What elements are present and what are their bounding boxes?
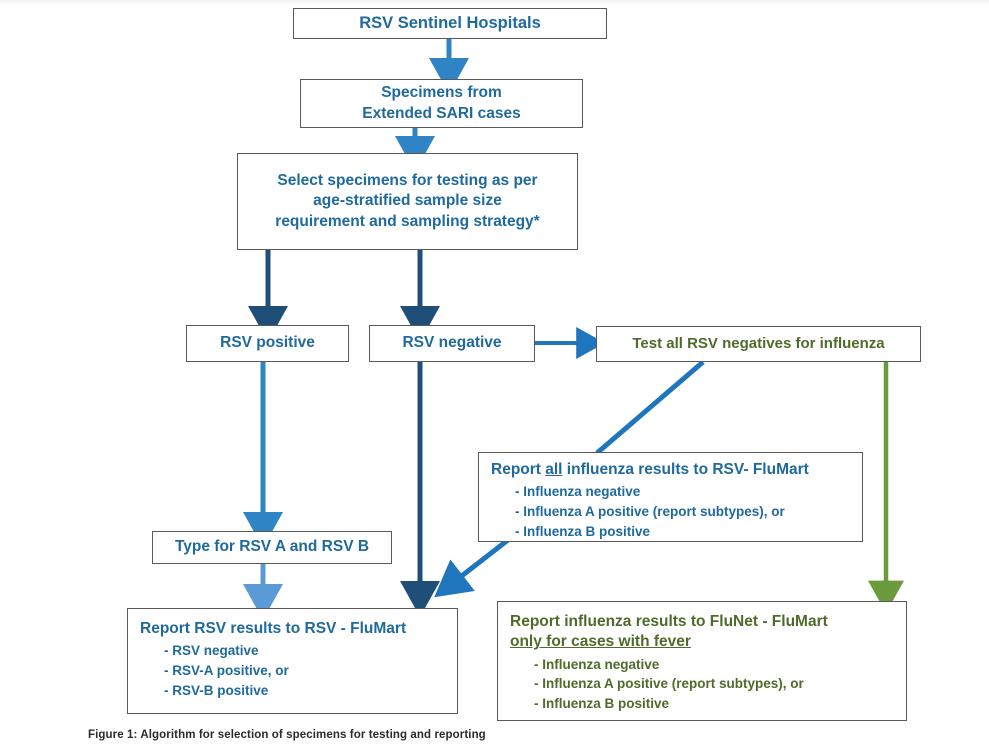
node-rsv-negative[interactable]: RSV negative [369, 325, 535, 362]
node-report-influenza-results-to-flunet-flumart[interactable]: Report influenza results to FluNet - Flu… [497, 601, 907, 721]
node-bullet-list: - Influenza negative - Influenza A posit… [479, 482, 862, 541]
node-specimens-from-extended-sari[interactable]: Specimens from Extended SARI cases [300, 79, 583, 128]
list-item: - RSV-A positive, or [164, 663, 289, 679]
node-title: RSV negative [402, 334, 502, 352]
list-item: - Influenza B positive [534, 696, 670, 712]
node-title-line1: Specimens from [381, 84, 502, 102]
node-select-specimens[interactable]: Select specimens for testing as per age-… [237, 153, 578, 250]
node-title-line2: age-stratified sample size [313, 192, 502, 210]
list-item: - RSV negative [164, 643, 259, 659]
node-title-line2: Extended SARI cases [362, 104, 521, 122]
node-rsv-positive[interactable]: RSV positive [186, 325, 349, 362]
list-item: - Influenza negative [534, 656, 660, 672]
node-bullet-list: - Influenza negative - Influenza A posit… [498, 655, 906, 714]
line-test-influenza-to-report-influenza-rsv [595, 360, 705, 455]
node-title-line1: Select specimens for testing as per [277, 171, 538, 189]
node-title-line3: requirement and sampling strategy* [275, 212, 540, 230]
node-rsv-sentinel-hospitals[interactable]: RSV Sentinel Hospitals [293, 8, 607, 39]
node-title-underlined: all [545, 461, 563, 478]
node-title: RSV positive [220, 334, 315, 352]
node-title-line1: Report influenza results to FluNet - Flu… [510, 613, 828, 630]
list-item: - Influenza A positive (report subtypes)… [515, 504, 785, 520]
list-item: - Influenza negative [515, 484, 641, 500]
node-title-suffix: influenza results to RSV- FluMart [562, 461, 809, 478]
page-top-edge [0, 0, 989, 5]
node-title: Report RSV results to RSV - FluMart [140, 620, 407, 637]
node-title: Test all RSV negatives for influenza [632, 335, 885, 353]
node-title: Report all influenza results to RSV- Flu… [479, 460, 862, 480]
node-report-all-influenza-to-rsv-flumart[interactable]: Report all influenza results to RSV- Flu… [478, 452, 863, 542]
arrow-report-influenza-rsv-to-report-rsv [434, 538, 510, 598]
node-title-line2: only for cases with fever [510, 633, 691, 651]
list-item: - Influenza A positive (report subtypes)… [534, 676, 804, 692]
list-item: - RSV-B positive [164, 682, 269, 698]
node-test-all-rsv-negatives-for-influenza[interactable]: Test all RSV negatives for influenza [596, 326, 921, 362]
list-item: - Influenza B positive [515, 523, 651, 539]
node-report-rsv-results-to-rsv-flumart[interactable]: Report RSV results to RSV - FluMart - RS… [127, 608, 458, 714]
node-bullet-list: - RSV negative - RSV-A positive, or - RS… [128, 641, 457, 700]
node-type-for-rsv-a-and-rsv-b[interactable]: Type for RSV A and RSV B [152, 531, 392, 564]
figure-caption: Figure 1: Algorithm for selection of spe… [88, 729, 486, 741]
node-title-prefix: Report [491, 461, 546, 478]
node-title: RSV Sentinel Hospitals [359, 13, 541, 32]
node-title: Type for RSV A and RSV B [174, 538, 370, 556]
